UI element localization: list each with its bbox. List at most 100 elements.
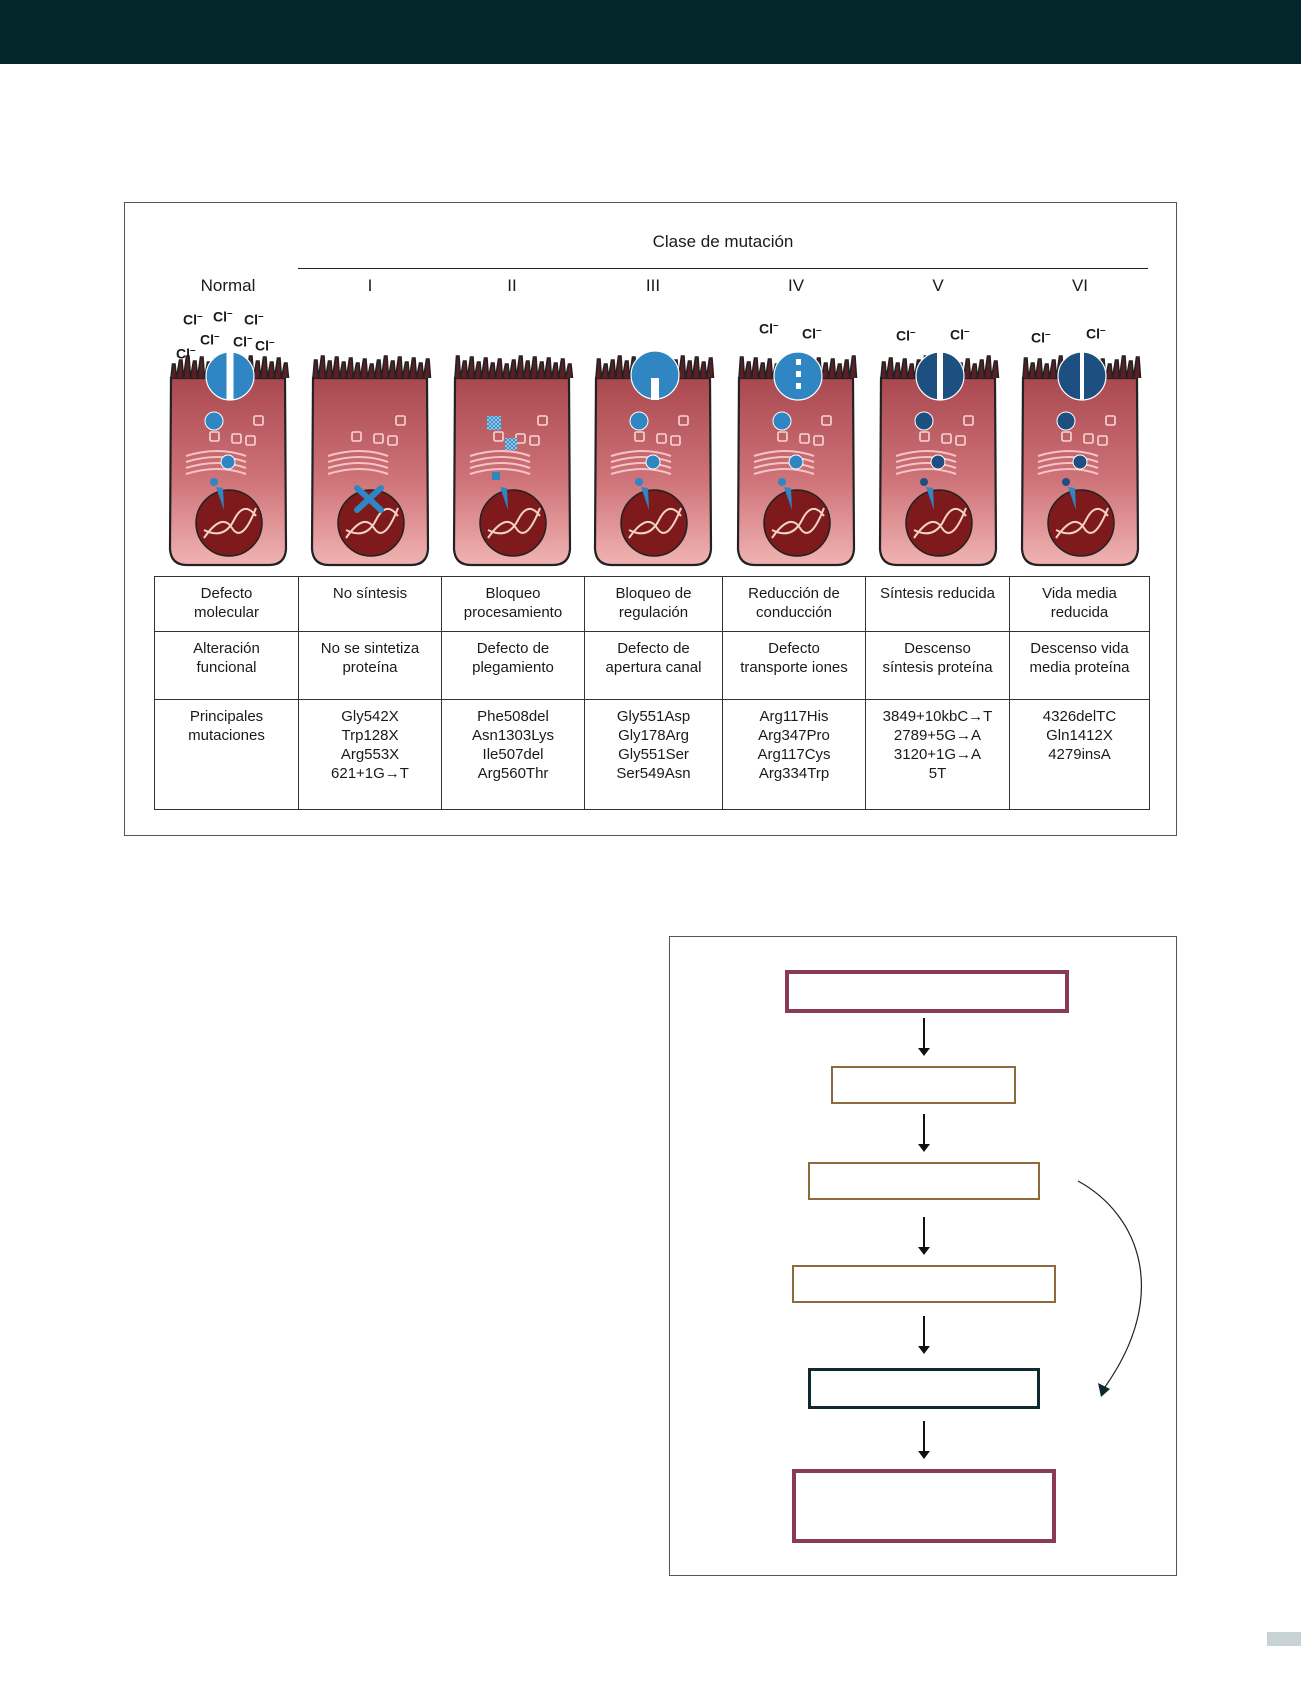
cell-class-iii [593,350,715,567]
golgi-stack [327,456,389,463]
cell-text-line: Bloqueo [485,585,541,602]
golgi-stack [895,450,957,457]
vesicle [351,431,362,442]
chloride-charge: – [1045,329,1051,340]
column-label-class-v: V [932,276,944,295]
cell-text-line: Vida media [1042,585,1117,602]
row-label-defecto-molecular: Defecto molecular [154,576,299,632]
protein-dot [204,411,224,431]
protein-dot [1072,454,1088,470]
chloride-symbol: Cl [802,325,816,342]
row-label-line: mutaciones [188,727,265,744]
top-banner [0,0,1301,64]
dna-helix [203,507,257,539]
chloride-symbol: Cl [183,311,197,328]
dna-helix [345,508,399,535]
protein-dot [210,478,218,486]
transcription-arrow [926,487,934,510]
vesicle [821,415,832,426]
vesicle [634,431,645,442]
chloride-charge: – [964,326,970,337]
cell-text-line: Defecto de [476,640,550,657]
cell-text-line: plegamiento [472,659,554,676]
cell-text-line: Bloqueo de [615,585,692,602]
cell-text-line: Gly542X [341,708,399,725]
column-label-class-ii: II [507,276,517,295]
protein-dot [778,478,786,486]
chloride-symbol: Cl [950,326,964,343]
dna-helix [913,508,967,535]
dna-helix [771,508,825,535]
channel-pore [937,352,943,400]
chloride-charge: – [910,327,916,338]
golgi-stack [895,462,957,469]
cell-text-line: 4326delTC [1042,708,1117,725]
row-label-line: molecular [193,604,260,621]
header-rule [298,268,1148,269]
cell-text-line: 2789+5G→A [893,727,982,744]
golgi-stack [610,462,672,469]
chloride-ion-label: Cl– [183,311,203,328]
cell-text-line: transporte iones [740,659,848,676]
flow-arrow-3 [918,1217,930,1255]
vesicle [678,415,689,426]
row-label-line: Defecto [200,585,253,602]
cell-text-line: Gly178Arg [618,727,689,744]
chloride-symbol: Cl [244,311,258,328]
cell-text-line: Gly551Ser [618,746,689,763]
cell-text-line: Defecto [768,640,820,657]
cell-text-line: Arg117Cys [757,746,831,763]
chloride-charge: – [214,331,220,342]
channel-pore [226,352,234,400]
cell-text-line: conducción [756,604,832,621]
chloride-charge: – [247,333,253,344]
column-label-class-i: I [367,276,373,295]
golgi-stack [1037,456,1099,463]
flow-arrow-5 [918,1421,930,1459]
golgi-stack [185,450,247,457]
chloride-symbol: Cl [896,327,910,344]
transcription-arrow [500,487,508,510]
cell-text-line: 621+1G→T [331,765,409,782]
dna-helix [628,508,682,535]
vesicle [231,433,242,444]
dna-helix [203,508,257,535]
cell-class-i [310,355,432,567]
cell-text-line: Descenso vida [1030,640,1129,657]
cell-text-line: 3120+1G→A [893,746,982,763]
vesicle [493,431,504,442]
cell-text-line: Asn1303Lys [471,727,554,744]
table-cell: Defecto transporte iones [722,631,866,700]
table-cell: No síntesis [298,576,442,632]
chloride-ion-label: Cl– [1086,325,1106,342]
golgi-stack [1037,450,1099,457]
page-corner-tab [1267,1632,1301,1646]
cell-text-line: Gly551Asp [616,708,691,725]
cell-text-line: 5T [928,765,947,782]
flow-step-2-box [831,1066,1016,1104]
golgi-stack [753,462,815,469]
golgi-stack [469,456,531,463]
cell-text-line: regulación [618,604,689,621]
cell-class-ii [452,355,574,567]
golgi-stack [610,450,672,457]
mutation-class-figure [124,202,1177,836]
protein-dot [788,454,804,470]
chloride-ion-label: Cl– [802,325,822,342]
chloride-ion-label: Cl– [213,308,233,325]
vesicle [253,415,264,426]
protein-dot [492,472,500,480]
protein-dot [920,478,928,486]
vesicle [1105,415,1116,426]
cell-text-line: proteína [342,659,398,676]
golgi-stack [327,450,389,457]
vesicle [813,435,824,446]
protein-dot [645,454,661,470]
cell-text-line: Reducción de [748,585,840,602]
channel-pore-closed [651,378,659,400]
